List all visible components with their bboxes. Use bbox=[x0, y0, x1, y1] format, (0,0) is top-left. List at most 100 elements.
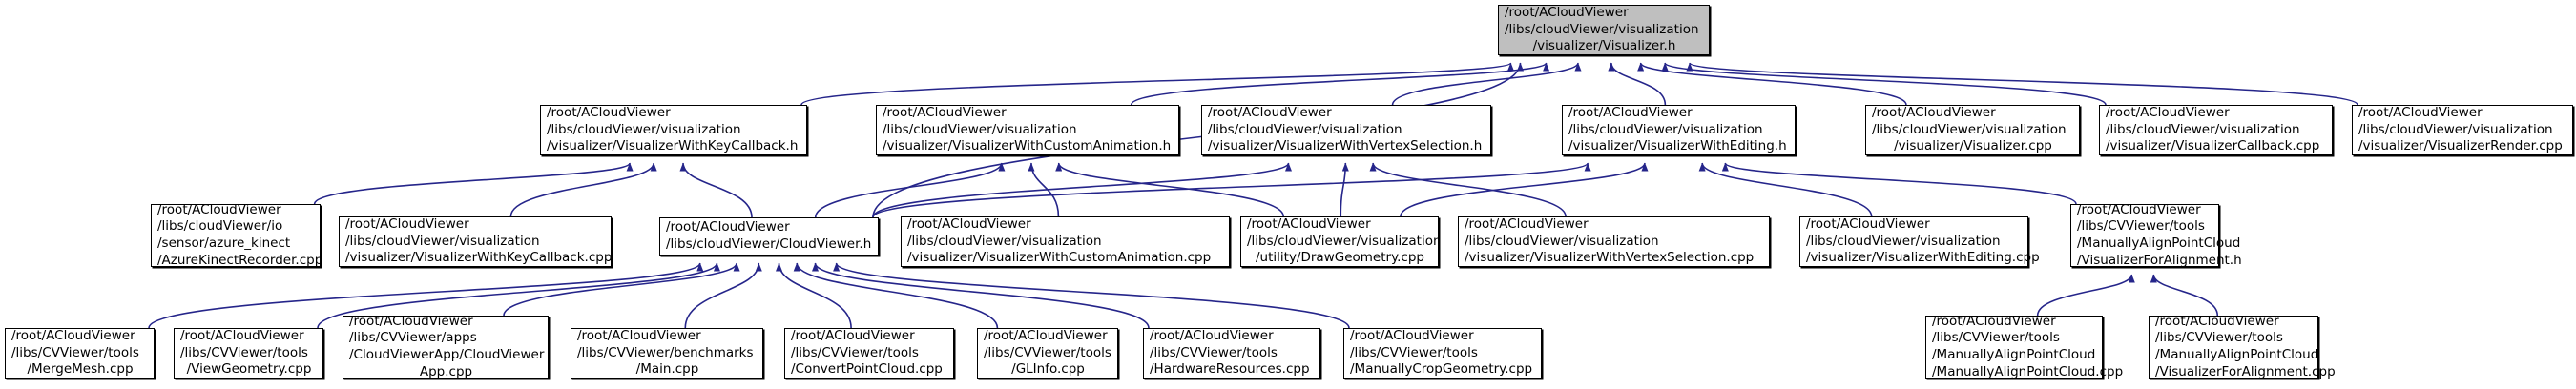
graph-node-label-line: /visualizer/VisualizerWithEditing.h bbox=[1568, 138, 1787, 154]
graph-node-label-line: /root/ACloudViewer bbox=[2106, 105, 2230, 121]
graph-node-label-line: /libs/cloudViewer/visualization bbox=[907, 233, 1102, 249]
graph-node-label-line: /ManuallyCropGeometry.cpp bbox=[1350, 361, 1533, 378]
graph-node-visualizer_for_alignment_h[interactable]: /root/ACloudViewer/libs/CVViewer/tools/M… bbox=[2070, 201, 2242, 268]
graph-node-label-line: /ManuallyAlignPointCloud bbox=[1932, 347, 2096, 362]
graph-node-label-line: /root/ACloudViewer bbox=[907, 216, 1031, 233]
graph-edge bbox=[872, 162, 1292, 218]
graph-node-label-line: /VisualizerForAlignment.h bbox=[2077, 252, 2242, 268]
graph-node-label-line: /root/ACloudViewer bbox=[1932, 313, 2056, 329]
graph-node-visualizer_h[interactable]: /root/ACloudViewer/libs/cloudViewer/visu… bbox=[1498, 5, 1710, 55]
graph-node-label-line: /visualizer/VisualizerWithVertexSelectio… bbox=[1208, 138, 1483, 154]
graph-node-label-line: /libs/CVViewer/tools bbox=[2155, 330, 2283, 346]
graph-node-visualizer_with_vertex_selection_h[interactable]: /root/ACloudViewer/libs/cloudViewer/visu… bbox=[1201, 105, 1491, 155]
graph-node-label-line: /libs/cloudViewer/visualization bbox=[547, 121, 741, 137]
graph-edge bbox=[503, 262, 740, 317]
graph-node-visualizer_with_key_callback_h[interactable]: /root/ACloudViewer/libs/cloudViewer/visu… bbox=[540, 105, 807, 155]
graph-node-label-line: /MergeMesh.cpp bbox=[27, 361, 134, 378]
graph-node-label-line: /libs/cloudViewer/visualization bbox=[1208, 121, 1402, 137]
graph-edge bbox=[1698, 162, 1873, 217]
graph-node-manually_crop_geometry_cpp[interactable]: /root/ACloudViewer/libs/CVViewer/tools/M… bbox=[1343, 328, 1542, 379]
graph-node-label-line: /Main.cpp bbox=[635, 361, 699, 378]
graph-node-cloud_viewer_app_cpp[interactable]: /root/ACloudViewer/libs/CVViewer/apps/Cl… bbox=[343, 313, 549, 379]
graph-node-cloud_viewer_h[interactable]: /root/ACloudViewer/libs/cloudViewer/Clou… bbox=[659, 217, 879, 256]
graph-edge bbox=[814, 162, 1006, 218]
graph-node-view_geometry_cpp[interactable]: /root/ACloudViewer/libs/CVViewer/tools/V… bbox=[174, 328, 323, 379]
graph-node-main_cpp[interactable]: /root/ACloudViewer/libs/CVViewer/benchma… bbox=[571, 328, 763, 379]
graph-node-label-line: /root/ACloudViewer bbox=[547, 105, 671, 121]
graph-node-manually_align_point_cloud_cpp[interactable]: /root/ACloudViewer/libs/CVViewer/tools/M… bbox=[1925, 313, 2124, 379]
graph-node-label-line: /root/ACloudViewer bbox=[11, 328, 135, 344]
graph-node-convert_point_cloud_cpp[interactable]: /root/ACloudViewer/libs/CVViewer/tools/C… bbox=[784, 328, 954, 379]
graph-node-visualizer_render_cpp[interactable]: /root/ACloudViewer/libs/cloudViewer/visu… bbox=[2352, 105, 2573, 155]
graph-edge bbox=[833, 262, 1350, 329]
graph-edge bbox=[793, 262, 999, 329]
graph-node-label-line: /root/ACloudViewer bbox=[180, 328, 304, 344]
graph-node-label-line: /libs/cloudViewer/visualization bbox=[1465, 233, 1659, 249]
graph-node-label-line: /root/ACloudViewer bbox=[2358, 105, 2483, 121]
graph-node-label-line: /libs/cloudViewer/io bbox=[157, 218, 283, 235]
graph-edge bbox=[776, 262, 852, 329]
graph-edge bbox=[148, 262, 704, 329]
graph-node-label-line: /root/ACloudViewer bbox=[349, 313, 473, 329]
graph-node-label-line: /libs/cloudViewer/visualization bbox=[1806, 233, 2001, 249]
graph-node-visualizer_for_alignment_cpp[interactable]: /root/ACloudViewer/libs/CVViewer/tools/M… bbox=[2149, 313, 2336, 379]
graph-node-label-line: /visualizer/Visualizer.cpp bbox=[1894, 138, 2052, 154]
graph-node-visualizer_cpp[interactable]: /root/ACloudViewer/libs/cloudViewer/visu… bbox=[1865, 105, 2080, 155]
graph-node-label-line: /utility/DrawGeometry.cpp bbox=[1256, 250, 1424, 266]
graph-node-label-line: /root/ACloudViewer bbox=[1872, 105, 1996, 121]
graph-edge bbox=[679, 162, 753, 218]
graph-node-label-line: /root/ACloudViewer bbox=[2077, 201, 2201, 217]
graph-node-label-line: /libs/CVViewer/tools bbox=[1932, 330, 2060, 346]
graph-node-label-line: /root/ACloudViewer bbox=[345, 216, 469, 233]
graph-edge bbox=[1686, 62, 2358, 106]
graph-edge bbox=[509, 162, 657, 217]
graph-node-label-line: /libs/CVViewer/tools bbox=[791, 344, 919, 360]
graph-node-label-line: /libs/CVViewer/benchmarks bbox=[577, 344, 754, 360]
graph-node-label-line: /libs/cloudViewer/visualization bbox=[1872, 121, 2067, 137]
graph-node-label-line: /libs/CVViewer/apps bbox=[349, 330, 477, 346]
graph-node-label-line: /root/ACloudViewer bbox=[1247, 216, 1371, 233]
graph-node-label-line: App.cpp bbox=[419, 363, 473, 379]
graph-node-label-line: /visualizer/Visualizer.h bbox=[1532, 38, 1676, 54]
graph-node-visualizer_callback_cpp[interactable]: /root/ACloudViewer/libs/cloudViewer/visu… bbox=[2099, 105, 2333, 155]
graph-edge bbox=[1055, 162, 1284, 217]
graph-node-label-line: /visualizer/VisualizerWithCustomAnimatio… bbox=[907, 250, 1212, 266]
graph-node-label-line: /libs/CVViewer/tools bbox=[180, 344, 308, 360]
graph-node-label-line: /root/ACloudViewer bbox=[157, 201, 281, 217]
graph-node-visualizer_with_vertex_selection_cpp[interactable]: /root/ACloudViewer/libs/cloudViewer/visu… bbox=[1458, 216, 1770, 267]
graph-node-merge_mesh_cpp[interactable]: /root/ACloudViewer/libs/CVViewer/tools/M… bbox=[5, 328, 155, 379]
graph-edge bbox=[317, 262, 720, 329]
graph-node-hardware_resources_cpp[interactable]: /root/ACloudViewer/libs/CVViewer/tools/H… bbox=[1143, 328, 1320, 379]
graph-node-label-line: /ManuallyAlignPointCloud bbox=[2077, 235, 2241, 251]
graph-node-label-line: /libs/cloudViewer/visualization bbox=[2106, 121, 2300, 137]
graph-node-label-line: /libs/cloudViewer/visualization bbox=[883, 121, 1077, 137]
graph-node-label-line: /libs/CVViewer/tools bbox=[984, 344, 1111, 360]
graph-node-label-line: /ManuallyAlignPointCloud.cpp bbox=[1932, 363, 2124, 379]
graph-node-label-line: /libs/CVViewer/tools bbox=[2077, 218, 2205, 235]
graph-edge bbox=[313, 162, 634, 205]
graph-node-gl_info_cpp[interactable]: /root/ACloudViewer/libs/CVViewer/tools/G… bbox=[977, 328, 1118, 379]
graph-node-draw_geometry_cpp[interactable]: /root/ACloudViewer/libs/cloudViewer/visu… bbox=[1240, 216, 1442, 267]
graph-node-azure_kinect_recorder_cpp[interactable]: /root/ACloudViewer/libs/cloudViewer/io/s… bbox=[151, 201, 322, 268]
graph-node-label-line: /libs/CVViewer/tools bbox=[1150, 344, 1278, 360]
graph-node-label-line: /libs/cloudViewer/visualization bbox=[1568, 121, 1763, 137]
graph-node-label-line: /libs/cloudViewer/visualization bbox=[345, 233, 540, 249]
graph-node-visualizer_with_key_callback_cpp[interactable]: /root/ACloudViewer/libs/cloudViewer/visu… bbox=[339, 216, 612, 267]
graph-edge bbox=[1391, 62, 1582, 106]
graph-node-label-line: /root/ACloudViewer bbox=[1465, 216, 1589, 233]
graph-node-label-line: /root/ACloudViewer bbox=[1505, 5, 1629, 21]
graph-node-visualizer_with_editing_h[interactable]: /root/ACloudViewer/libs/cloudViewer/visu… bbox=[1562, 105, 1796, 155]
graph-node-label-line: /VisualizerForAlignment.cpp bbox=[2155, 363, 2336, 379]
graph-node-visualizer_with_custom_animation_h[interactable]: /root/ACloudViewer/libs/cloudViewer/visu… bbox=[876, 105, 1179, 155]
graph-node-label-line: /root/ACloudViewer bbox=[791, 328, 915, 344]
graph-node-label-line: /ViewGeometry.cpp bbox=[186, 361, 312, 378]
graph-node-visualizer_with_custom_animation_cpp[interactable]: /root/ACloudViewer/libs/cloudViewer/visu… bbox=[901, 216, 1230, 267]
graph-node-label-line: /root/ACloudViewer bbox=[1350, 328, 1474, 344]
graph-edge bbox=[1028, 162, 1060, 217]
graph-node-label-line: /root/ACloudViewer bbox=[2155, 313, 2279, 329]
graph-node-label-line: /visualizer/VisualizerWithKeyCallback.h bbox=[547, 138, 799, 154]
graph-node-label-line: /libs/CVViewer/tools bbox=[1350, 344, 1478, 360]
graph-node-visualizer_with_editing_cpp[interactable]: /root/ACloudViewer/libs/cloudViewer/visu… bbox=[1799, 216, 2040, 267]
graph-node-label-line: /sensor/azure_kinect bbox=[157, 235, 291, 251]
